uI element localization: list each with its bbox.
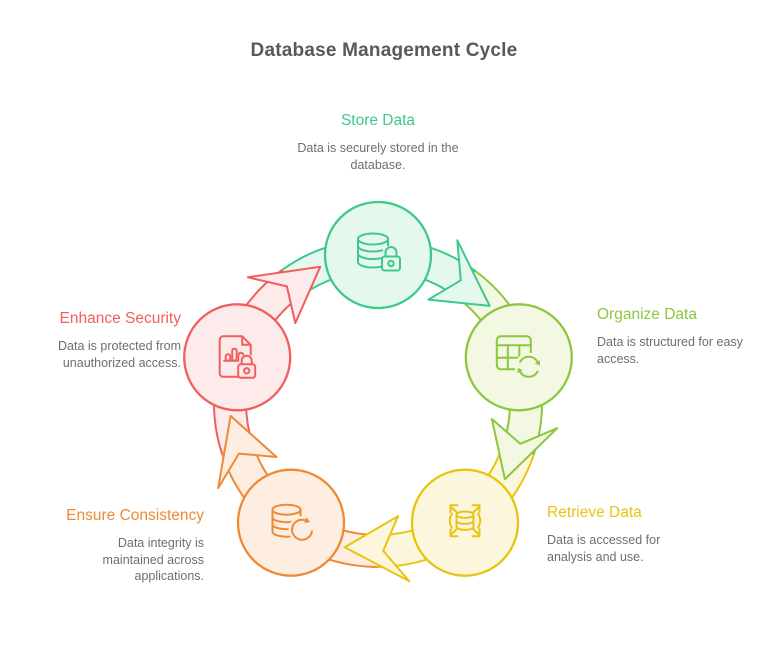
node-label-retrieve: Retrieve Data [547, 504, 642, 521]
node-text-enhance: Enhance Security Data is protected from … [26, 310, 181, 371]
database-expand-icon [448, 504, 482, 538]
node-circle-retrieve [410, 468, 520, 577]
database-lock-icon [357, 232, 401, 272]
node-label-organize: Organize Data [597, 306, 697, 323]
node-text-ensure: Ensure Consistency Data integrity is mai… [44, 507, 204, 585]
node-text-retrieve: Retrieve Data Data is accessed for analy… [547, 504, 697, 565]
arrow-head-from-store [427, 239, 491, 307]
node-text-store: Store Data Data is securely stored in th… [292, 112, 464, 173]
node-description-retrieve: Data is accessed for analysis and use. [547, 533, 661, 564]
arrow-head-from-retrieve [343, 515, 411, 583]
arrow-head-from-enhance [246, 265, 322, 325]
page-title: Database Management Cycle [250, 40, 518, 61]
node-circle-store [323, 200, 433, 310]
table-sync-icon [495, 335, 543, 381]
node-description-organize: Data is structured for easy access. [597, 335, 743, 366]
cycle-arrow-heads [217, 239, 559, 583]
node-label-store: Store Data [340, 112, 416, 129]
document-lock-icon [218, 335, 257, 379]
node-description-enhance: Data is protected from unauthorized acce… [58, 339, 181, 370]
node-label-ensure: Ensure Consistency [66, 507, 204, 524]
arrow-head-from-ensure [217, 414, 278, 489]
node-description-ensure: Data integrity is maintained across appl… [102, 536, 204, 583]
arrow-head-from-organize [490, 418, 559, 481]
node-text-organize: Organize Data Data is structured for eas… [597, 306, 767, 367]
database-refresh-icon [271, 503, 316, 544]
node-description-store: Data is securely stored in the database. [297, 141, 459, 172]
node-label-enhance: Enhance Security [59, 310, 182, 327]
cycle-node-circles [183, 200, 573, 577]
